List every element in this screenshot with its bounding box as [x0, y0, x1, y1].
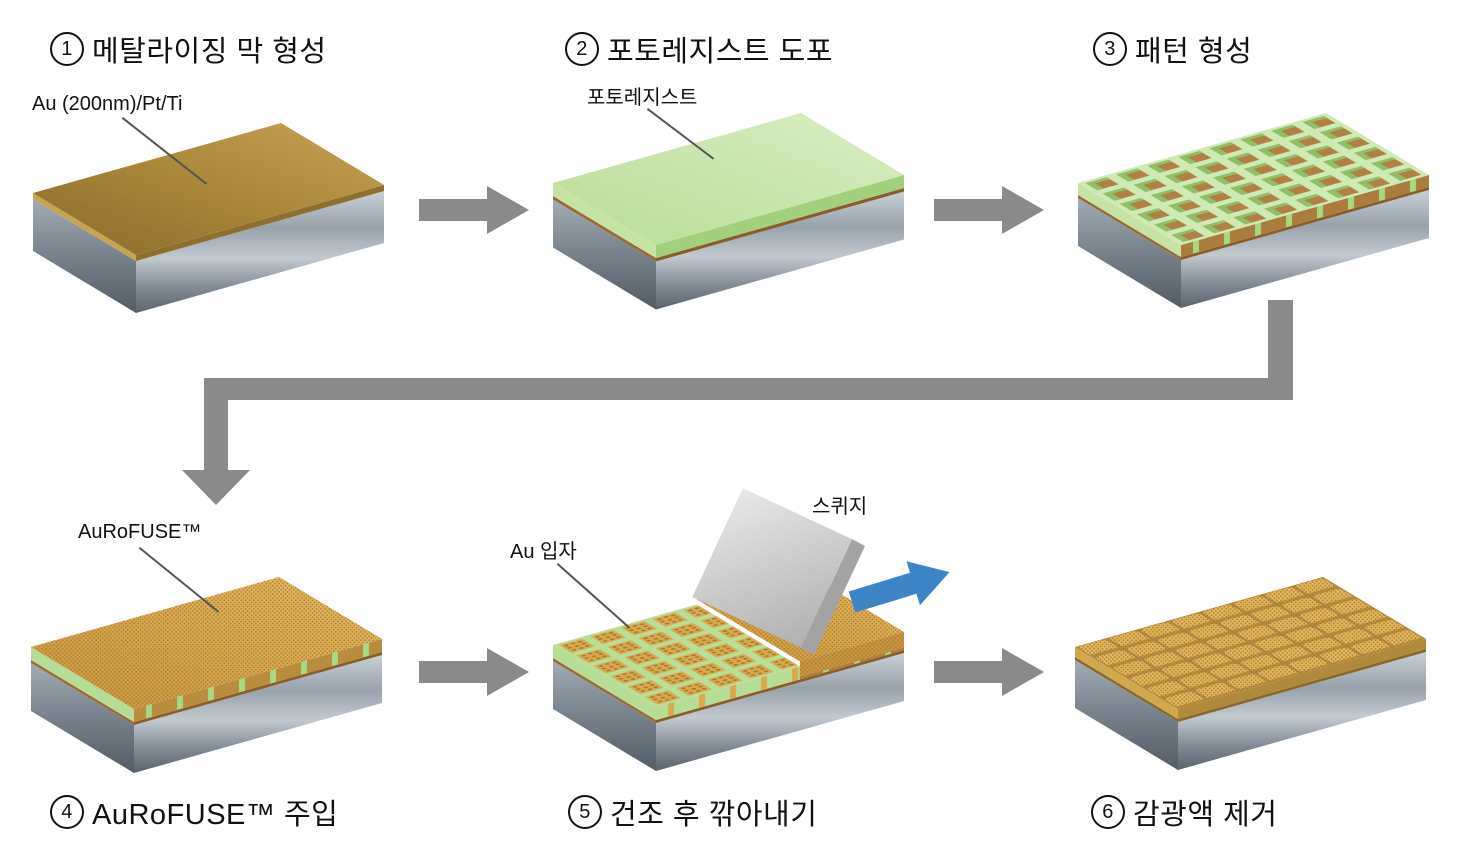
substrate-right-face — [656, 191, 904, 310]
au-particles-callout: Au 입자 — [510, 541, 577, 563]
step6-title-text: 감광액 제거 — [1133, 799, 1278, 831]
scraped-surface-top — [553, 604, 800, 707]
gold-line-left-edge — [1075, 657, 1178, 722]
step6-bumped-wafer — [1075, 577, 1426, 770]
squeegee-side-face — [801, 539, 865, 655]
step3-title: 3 패턴 형성 — [1093, 28, 1252, 70]
bump-dot-texture — [1075, 577, 1426, 709]
resist-left-edge — [553, 645, 656, 720]
gold-layer-top — [33, 123, 384, 255]
resist-wall-ticks — [1181, 175, 1429, 257]
gold-line-left-edge — [31, 660, 134, 725]
photoresist-top — [553, 113, 904, 245]
step3-number-badge: 3 — [1093, 32, 1127, 66]
substrate-left-face — [33, 199, 136, 313]
gold-line-right-edge — [1181, 187, 1429, 260]
gold-line-left-edge — [1078, 195, 1181, 260]
substrate-right-face — [1181, 190, 1429, 308]
flow-arrow-step2-step3-icon — [934, 186, 1044, 234]
step4-title: 4 AuRoFUSE™ 주입 — [50, 791, 338, 833]
step3-title-text: 패턴 형성 — [1135, 36, 1253, 68]
gold-line-right-edge — [1178, 649, 1426, 722]
squeegee-direction-arrow-icon — [848, 561, 950, 613]
photoresist-callout: 포토레지스트 — [587, 87, 698, 109]
gold-layer-right-edge — [136, 185, 384, 261]
step4-title-text: AuRoFUSE™ 주입 — [92, 799, 339, 831]
flow-arrow-step4-step5-icon — [419, 648, 529, 696]
step2-photoresist-wafer — [553, 113, 904, 310]
substrate-right-face — [136, 191, 384, 313]
squeegee-blade — [692, 488, 852, 648]
metal-layer-callout: Au (200nm)/Pt/Ti — [32, 93, 183, 115]
step2-number-badge: 2 — [565, 32, 599, 66]
substrate-left-face — [553, 661, 656, 771]
squeegee-callout: 스퀴지 — [812, 496, 868, 518]
step6-title: 6 감광액 제거 — [1091, 791, 1277, 833]
gold-layer-left-edge — [33, 193, 136, 261]
gold-base-right-edge — [1178, 639, 1426, 719]
step3-patterned-wafer — [1078, 113, 1429, 308]
step5-title: 5 건조 후 깎아내기 — [568, 791, 817, 833]
step1-title: 1 메탈라이징 막 형성 — [50, 28, 327, 70]
step5-squeegee-scene — [553, 488, 950, 771]
substrate-left-face — [1075, 660, 1178, 770]
substrate-left-face — [1078, 198, 1181, 308]
pattern-grid-top — [1078, 113, 1429, 245]
gold-line-right-edge — [656, 188, 904, 262]
substrate-right-face — [656, 653, 904, 771]
flow-arrow-step5-step6-icon — [934, 648, 1044, 696]
step5-number-badge: 5 — [568, 795, 602, 829]
substrate-right-face — [1178, 652, 1426, 770]
substrate-left-face — [553, 199, 656, 310]
gold-line-left-edge — [553, 658, 656, 723]
step1-metallized-wafer — [33, 123, 384, 313]
step2-title-text: 포토레지스트 도포 — [607, 36, 833, 68]
gold-cell-ticks — [656, 666, 800, 720]
step1-number-badge: 1 — [50, 32, 84, 66]
step4-number-badge: 4 — [50, 795, 84, 829]
photoresist-right-edge — [656, 175, 904, 258]
gold-line-left-edge — [553, 196, 656, 262]
step4-paste-filled-wafer — [31, 577, 382, 773]
resist-left-edge — [31, 647, 134, 722]
gold-base-left-edge — [1075, 647, 1178, 719]
gold-line-right-edge — [656, 650, 904, 723]
paste-front-dot-texture — [799, 632, 904, 678]
step2-title: 2 포토레지스트 도포 — [565, 28, 833, 70]
resist-rim-left-edge — [1078, 183, 1181, 257]
paste-dot-texture — [31, 577, 382, 709]
step1-title-text: 메탈라이징 막 형성 — [92, 36, 327, 68]
aurofuse-callout: AuRoFUSE™ — [78, 521, 202, 543]
substrate-right-face — [134, 655, 382, 773]
step5-title-text: 건조 후 깎아내기 — [610, 799, 818, 831]
substrate-left-face — [31, 663, 134, 773]
gold-line-right-edge — [134, 652, 382, 725]
photoresist-left-edge — [553, 183, 656, 258]
flow-arrow-step1-step2-icon — [419, 186, 529, 234]
step6-number-badge: 6 — [1091, 795, 1125, 829]
resist-wall-ticks — [134, 639, 382, 722]
